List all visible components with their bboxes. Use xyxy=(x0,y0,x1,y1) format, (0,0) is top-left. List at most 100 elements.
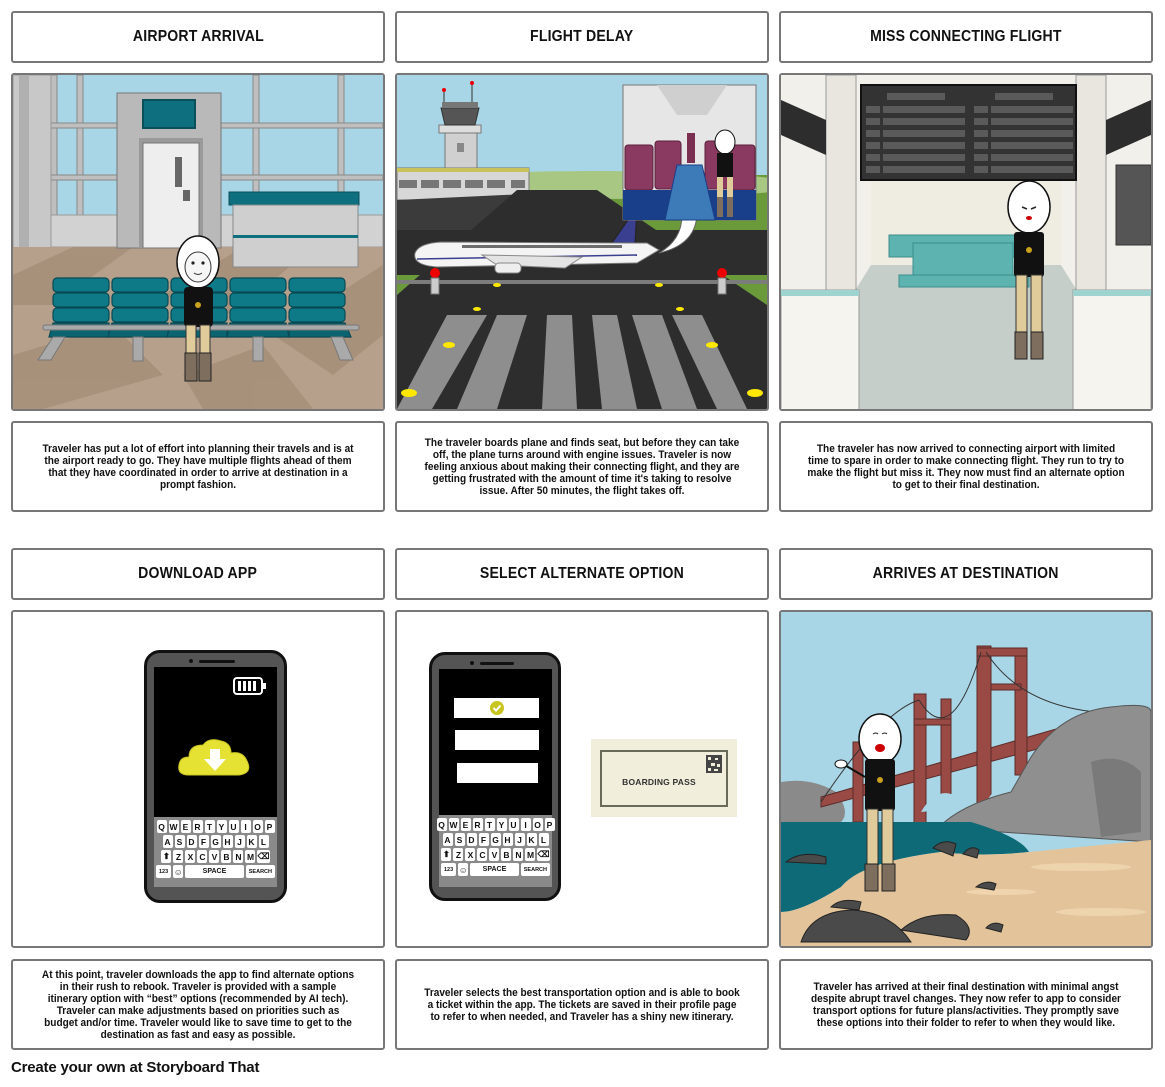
key-g[interactable]: G xyxy=(490,833,501,846)
key-k[interactable]: K xyxy=(246,835,257,848)
panel-2-caption: The traveler boards plane and finds seat… xyxy=(424,436,740,497)
search-key[interactable]: SEARCH xyxy=(245,865,275,878)
search-key[interactable]: SEARCH xyxy=(520,863,550,876)
emoji-key-icon[interactable]: ☺ xyxy=(173,865,184,878)
key-s[interactable]: S xyxy=(174,835,185,848)
numbers-key[interactable]: 123 xyxy=(156,865,172,878)
panel-1-scene xyxy=(11,73,385,411)
key-z[interactable]: Z xyxy=(173,850,184,863)
key-z[interactable]: Z xyxy=(453,848,464,861)
traveler-character xyxy=(1007,180,1051,360)
storyboard-that-footer-link[interactable]: Create your own at Storyboard That xyxy=(11,1059,260,1076)
key-b[interactable]: B xyxy=(221,850,232,863)
backspace-key-icon[interactable]: ⌫ xyxy=(537,848,550,861)
key-x[interactable]: X xyxy=(465,848,476,861)
key-p[interactable]: P xyxy=(544,818,555,831)
key-s[interactable]: S xyxy=(454,833,465,846)
boarding-pass-label: BOARDING PASS xyxy=(622,776,696,787)
numbers-key[interactable]: 123 xyxy=(441,863,457,876)
key-v[interactable]: V xyxy=(489,848,500,861)
phone-camera xyxy=(189,659,193,663)
panel-3-title: MISS CONNECTING FLIGHT xyxy=(870,28,1062,45)
phone-screen xyxy=(154,667,277,817)
emoji-key-icon[interactable]: ☺ xyxy=(458,863,469,876)
panel-3-scene xyxy=(779,73,1153,411)
panel-5-title-box: SELECT ALTERNATE OPTION xyxy=(395,548,769,600)
qr-code-icon xyxy=(706,755,722,773)
option-field-2[interactable] xyxy=(455,730,539,750)
key-r[interactable]: R xyxy=(192,820,203,833)
panel-2-scene xyxy=(395,73,769,411)
panel-2-title: FLIGHT DELAY xyxy=(530,28,634,45)
panel-2-title-box: FLIGHT DELAY xyxy=(395,11,769,63)
key-b[interactable]: B xyxy=(501,848,512,861)
key-m[interactable]: M xyxy=(525,848,536,861)
panel-6-title-box: ARRIVES AT DESTINATION xyxy=(779,548,1153,600)
key-r[interactable]: R xyxy=(472,818,483,831)
key-d[interactable]: D xyxy=(186,835,197,848)
shift-key-icon[interactable]: ⬆ xyxy=(161,850,172,863)
key-q[interactable]: Q xyxy=(436,818,447,831)
panel-4-title-box: DOWNLOAD APP xyxy=(11,548,385,600)
key-o[interactable]: O xyxy=(252,820,263,833)
key-c[interactable]: C xyxy=(477,848,488,861)
shift-key-icon[interactable]: ⬆ xyxy=(441,848,452,861)
key-x[interactable]: X xyxy=(185,850,196,863)
key-e[interactable]: E xyxy=(180,820,191,833)
panel-6-scene xyxy=(779,610,1153,948)
terminal-departure-board-illustration xyxy=(781,75,1151,409)
key-m[interactable]: M xyxy=(245,850,256,863)
key-y[interactable]: Y xyxy=(216,820,227,833)
space-key[interactable]: SPACE xyxy=(185,865,244,878)
panel-5-caption-box: Traveler selects the best transportation… xyxy=(395,959,769,1050)
backspace-key-icon[interactable]: ⌫ xyxy=(257,850,270,863)
key-n[interactable]: N xyxy=(513,848,524,861)
key-t[interactable]: T xyxy=(204,820,215,833)
key-u[interactable]: U xyxy=(508,818,519,831)
option-field-3[interactable] xyxy=(457,763,538,783)
key-f[interactable]: F xyxy=(198,835,209,848)
selected-option-field[interactable] xyxy=(454,698,539,718)
key-l[interactable]: L xyxy=(258,835,269,848)
panel-5-caption: Traveler selects the best transportation… xyxy=(424,986,740,1023)
golden-gate-beach-illustration xyxy=(781,612,1151,946)
panel-1-title-box: AIRPORT ARRIVAL xyxy=(11,11,385,63)
key-p[interactable]: P xyxy=(264,820,275,833)
panel-3-caption: The traveler has now arrived to connecti… xyxy=(807,442,1125,491)
phone-screen xyxy=(439,669,552,815)
key-i[interactable]: I xyxy=(240,820,251,833)
key-i[interactable]: I xyxy=(520,818,531,831)
key-k[interactable]: K xyxy=(526,833,537,846)
space-key[interactable]: SPACE xyxy=(470,863,519,876)
key-j[interactable]: J xyxy=(514,833,525,846)
panel-4-caption: At this point, traveler downloads the ap… xyxy=(41,968,355,1041)
traveler-character xyxy=(834,713,902,892)
key-v[interactable]: V xyxy=(209,850,220,863)
key-g[interactable]: G xyxy=(210,835,221,848)
key-u[interactable]: U xyxy=(228,820,239,833)
key-q[interactable]: Q xyxy=(156,820,167,833)
key-c[interactable]: C xyxy=(197,850,208,863)
key-h[interactable]: H xyxy=(222,835,233,848)
key-d[interactable]: D xyxy=(466,833,477,846)
key-t[interactable]: T xyxy=(484,818,495,831)
departure-board xyxy=(860,84,1077,181)
key-a[interactable]: A xyxy=(442,833,453,846)
key-j[interactable]: J xyxy=(234,835,245,848)
key-w[interactable]: W xyxy=(168,820,179,833)
panel-6-caption: Traveler has arrived at their final dest… xyxy=(811,980,1121,1029)
key-w[interactable]: W xyxy=(448,818,459,831)
key-f[interactable]: F xyxy=(478,833,489,846)
key-e[interactable]: E xyxy=(460,818,471,831)
key-n[interactable]: N xyxy=(233,850,244,863)
key-l[interactable]: L xyxy=(538,833,549,846)
key-a[interactable]: A xyxy=(162,835,173,848)
key-o[interactable]: O xyxy=(532,818,543,831)
key-y[interactable]: Y xyxy=(496,818,507,831)
panel-2-caption-box: The traveler boards plane and finds seat… xyxy=(395,421,769,512)
key-h[interactable]: H xyxy=(502,833,513,846)
